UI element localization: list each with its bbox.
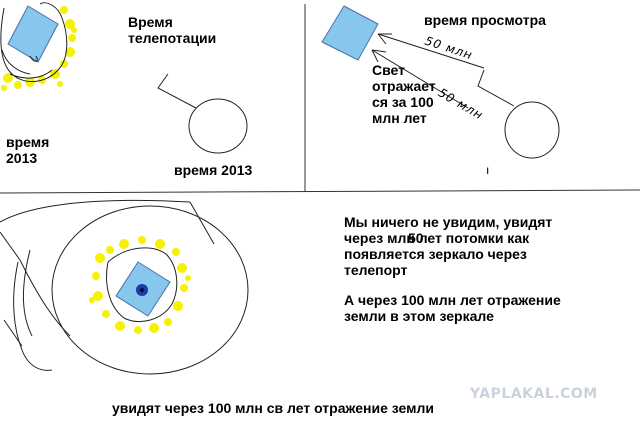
yellow-glow-bottom xyxy=(89,236,191,334)
tick-mark: ı xyxy=(486,163,490,177)
teleport-cone-top-right xyxy=(477,69,515,107)
light-reflection-note: Свет отражает ся за 100 млн лет xyxy=(372,62,436,126)
teleportation-time-label: Время телепотации xyxy=(128,14,217,46)
year-label-left: время 2013 xyxy=(6,134,50,166)
mirror-top-left xyxy=(7,5,59,63)
mirror-handle-top-left xyxy=(29,55,38,62)
teleport-ring-top-right xyxy=(504,101,560,159)
viewing-time-label: время просмотра xyxy=(424,12,546,28)
reflection-note: А через 100 млн лет отражение земли в эт… xyxy=(344,292,561,324)
watermark-logo: YAPLAKAL.COM xyxy=(470,386,598,402)
year-label-right: время 2013 xyxy=(174,162,253,178)
bottom-caption: увидят через 100 млн св лет отражение зе… xyxy=(112,400,434,416)
eye-pupil xyxy=(140,288,144,292)
big-teleport-ring xyxy=(51,205,249,375)
earth-scribble-top-left xyxy=(0,2,68,82)
teleport-cone-top-left xyxy=(157,73,197,109)
earth-scribble-bottom xyxy=(106,247,178,322)
nobody-sees-note: Мы ничего не увидим, увидят через млн ле… xyxy=(344,214,553,278)
teleport-ring-top-left xyxy=(188,98,248,154)
horizontal-divider xyxy=(0,189,640,194)
mirror-top-right xyxy=(321,5,379,61)
light-arrows xyxy=(371,33,485,109)
fifty-million-number: 50 xyxy=(408,230,424,246)
